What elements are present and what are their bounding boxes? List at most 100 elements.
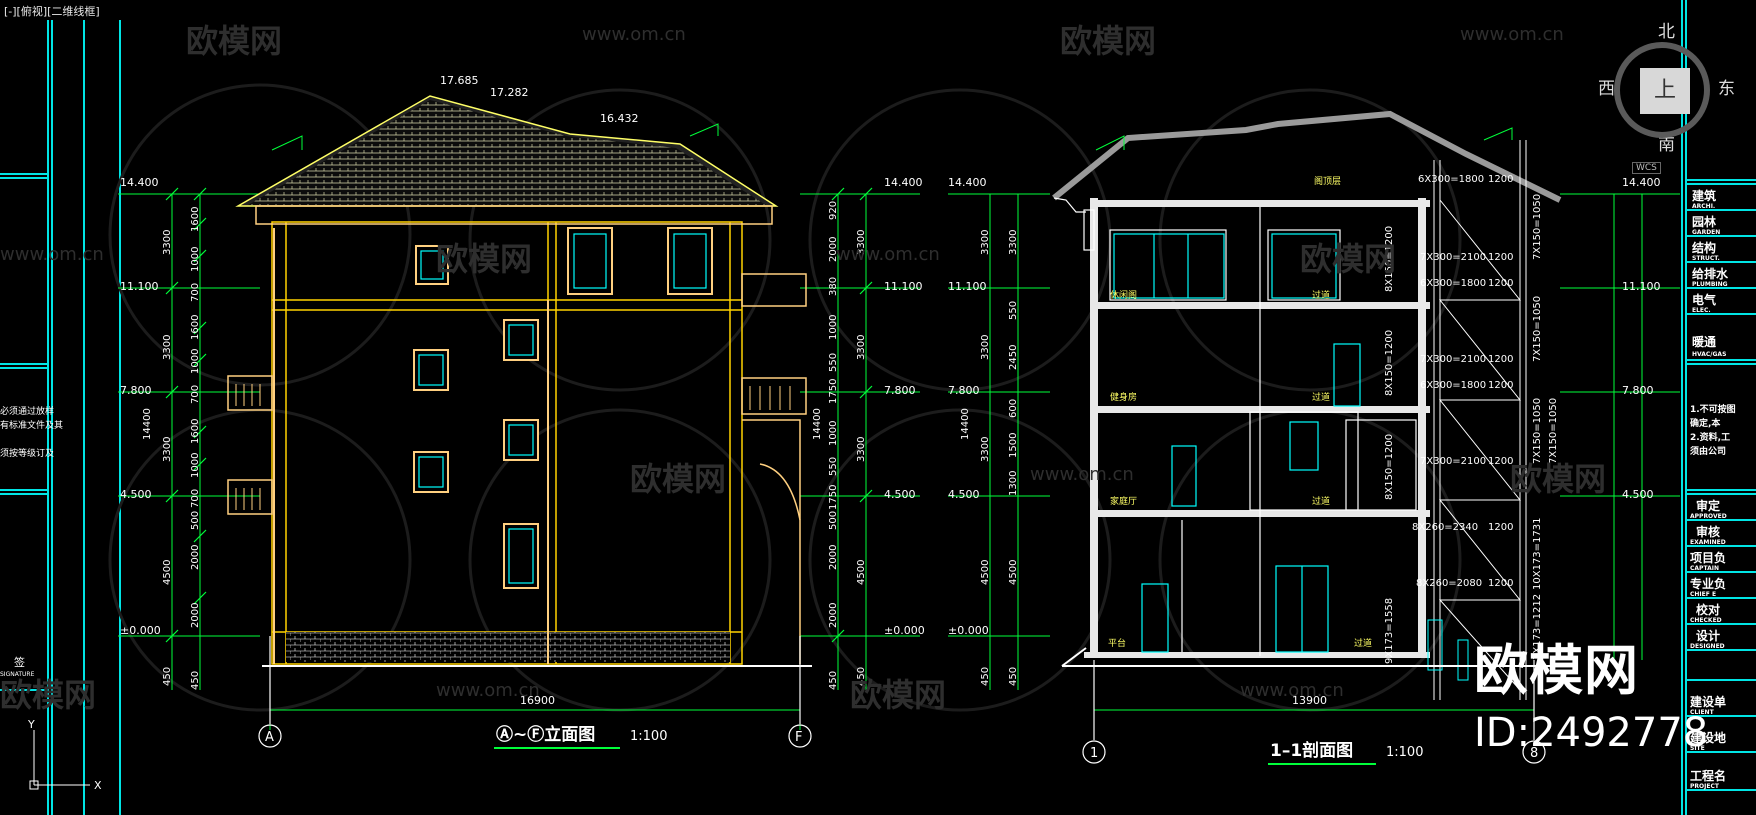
brand-logo: 欧模网 bbox=[1474, 639, 1639, 702]
left-note-2: 有标准文件及其 bbox=[0, 419, 63, 431]
viewcube-north[interactable]: 北 bbox=[1658, 22, 1675, 42]
stair-note-12: 8X260=2340 bbox=[1412, 522, 1478, 533]
viewcube-top-face[interactable]: 上 bbox=[1640, 68, 1690, 114]
elev-level-l-2: 7.800 bbox=[120, 384, 152, 397]
wcs-menu-button[interactable]: WCS bbox=[1632, 162, 1661, 174]
stair-note-0: 6X300=1800 bbox=[1418, 174, 1484, 185]
watermark-url: www.om.cn bbox=[0, 244, 104, 265]
sec-room-1: 休闲阁 bbox=[1110, 289, 1137, 301]
rtb-sign-8: 校对 bbox=[1696, 602, 1720, 617]
sec-dim-lo-2: 3300 bbox=[980, 437, 991, 462]
stair-note-23: 7X150=1050 bbox=[1548, 398, 1559, 464]
sec-level-r-3: 4.500 bbox=[1622, 488, 1654, 501]
elev-dim-ro-4: 14400 bbox=[812, 408, 823, 440]
elev-dim-lo-0: 3300 bbox=[162, 230, 173, 255]
stair-note-3: 1200 bbox=[1488, 252, 1513, 263]
elev-level-l-1: 11.100 bbox=[120, 280, 159, 293]
right-title-block bbox=[1681, 0, 1756, 815]
rtb-sign-3: EXAMINED bbox=[1690, 539, 1726, 546]
rtb-row-6: 给排水 bbox=[1692, 266, 1729, 281]
viewcube-west[interactable]: 西 bbox=[1598, 79, 1615, 99]
viewport-label[interactable]: [-][俯视][二维线框] bbox=[4, 5, 100, 18]
elev-total-width: 16900 bbox=[520, 694, 555, 707]
viewcube-south[interactable]: 南 bbox=[1658, 135, 1675, 155]
elev-dim-lo-2: 3300 bbox=[162, 437, 173, 462]
sec-dim-li-0: 3300 bbox=[1008, 230, 1019, 255]
stair-note-13: 1200 bbox=[1488, 522, 1513, 533]
watermark-logo: 欧模网 bbox=[1510, 460, 1607, 498]
elev-grid-right: F bbox=[795, 730, 802, 745]
elev-dim-li-8: 700 bbox=[190, 489, 201, 508]
sec-dim-lo-1: 3300 bbox=[980, 335, 991, 360]
stair-note-18: 8X150=1200 bbox=[1384, 434, 1395, 500]
watermark-url: www.om.cn bbox=[582, 24, 686, 45]
watermark-logo: 欧模网 bbox=[0, 676, 97, 714]
watermark-url: www.om.cn bbox=[836, 244, 940, 265]
elev-level-l-4: ±0.000 bbox=[120, 624, 161, 637]
stair-note-22: 7X150=1050 bbox=[1532, 398, 1543, 464]
viewcube[interactable]: 北 西 东 南 上 WCS bbox=[1596, 12, 1736, 182]
watermark-logo: 欧模网 bbox=[186, 22, 283, 60]
left-sign-en: SIGNATURE bbox=[0, 671, 35, 678]
elev-dim-li-4: 1000 bbox=[190, 349, 201, 374]
rtb-sign-5: CAPTAIN bbox=[1690, 565, 1719, 572]
elev-dim-ri-8: 1750 bbox=[828, 485, 839, 510]
elev-dim-ri-10: 2000 bbox=[828, 545, 839, 570]
elev-dim-li-1: 1000 bbox=[190, 247, 201, 272]
elev-dim-ri-6: 1000 bbox=[828, 421, 839, 446]
rtb-note-3: 须由公司 bbox=[1690, 445, 1726, 457]
elevation-drawing bbox=[118, 95, 920, 748]
elev-level-r-2: 7.800 bbox=[884, 384, 916, 397]
stair-note-21: 7X150=1050 bbox=[1532, 296, 1543, 362]
elev-dim-ro-0: 3300 bbox=[856, 230, 867, 255]
section-title: 1–1剖面图 bbox=[1270, 740, 1353, 761]
sec-dim-li-1: 550 bbox=[1008, 301, 1019, 320]
sec-dim-lo-4: 450 bbox=[980, 667, 991, 686]
elev-level-l-0: 14.400 bbox=[120, 176, 159, 189]
elev-level-r-3: 4.500 bbox=[884, 488, 916, 501]
rtb-row-0: 建筑 bbox=[1691, 188, 1716, 203]
ridge-height-2: 17.282 bbox=[490, 86, 529, 99]
sec-dim-lo-5: 14400 bbox=[960, 408, 971, 440]
watermark-url: www.om.cn bbox=[1240, 680, 1344, 701]
sec-room-7: 平台 bbox=[1108, 637, 1126, 649]
watermark-url: www.om.cn bbox=[436, 680, 540, 701]
rtb-row-8: 电气 bbox=[1692, 292, 1716, 307]
sec-total-width: 13900 bbox=[1292, 694, 1327, 707]
elev-dim-li-3: 1600 bbox=[190, 315, 201, 340]
rtb-sign-11: DESIGNED bbox=[1690, 643, 1725, 650]
left-title-block bbox=[0, 20, 121, 815]
stair-note-25: 7X173=1212 bbox=[1532, 594, 1543, 660]
elev-grid-left: A bbox=[265, 730, 274, 745]
stair-note-5: 1200 bbox=[1488, 278, 1513, 289]
sec-room-5: 家庭厅 bbox=[1110, 495, 1137, 507]
stair-note-9: 1200 bbox=[1488, 380, 1513, 391]
stair-note-16: 8X150=1200 bbox=[1384, 226, 1395, 292]
elev-level-r-1: 11.100 bbox=[884, 280, 923, 293]
elev-dim-li-7: 1000 bbox=[190, 453, 201, 478]
rtb-client-0: 建设单 bbox=[1689, 694, 1726, 709]
stair-note-1: 1200 bbox=[1488, 174, 1513, 185]
elev-dim-ri-3: 1000 bbox=[828, 315, 839, 340]
sec-level-l-3: 4.500 bbox=[948, 488, 980, 501]
rtb-sign-7: CHIEF E bbox=[1690, 591, 1716, 598]
viewcube-compass-ring[interactable] bbox=[1614, 42, 1710, 138]
sec-room-6: 过道 bbox=[1312, 495, 1330, 507]
elev-dim-lo-4: 450 bbox=[162, 667, 173, 686]
stair-note-2: 7X300=2100 bbox=[1420, 252, 1486, 263]
elev-dim-ri-0: 920 bbox=[828, 201, 839, 220]
rtb-row-3: GARDEN bbox=[1692, 229, 1720, 236]
sec-level-l-0: 14.400 bbox=[948, 176, 987, 189]
stair-note-19: 9X173=1558 bbox=[1384, 598, 1395, 664]
rtb-note-0: 1.不可按图 bbox=[1690, 403, 1736, 415]
rtb-sign-0: 审定 bbox=[1696, 498, 1720, 513]
elev-dim-ri-5: 1750 bbox=[828, 379, 839, 404]
left-note-3: 须按等级订及 bbox=[0, 447, 54, 459]
rtb-client-5: PROJECT bbox=[1690, 783, 1720, 790]
rtb-sign-9: CHECKED bbox=[1690, 617, 1722, 624]
rtb-row-4: 结构 bbox=[1692, 240, 1716, 255]
viewcube-east[interactable]: 东 bbox=[1718, 79, 1735, 99]
elev-level-l-3: 4.500 bbox=[120, 488, 152, 501]
sec-level-l-2: 7.800 bbox=[948, 384, 980, 397]
